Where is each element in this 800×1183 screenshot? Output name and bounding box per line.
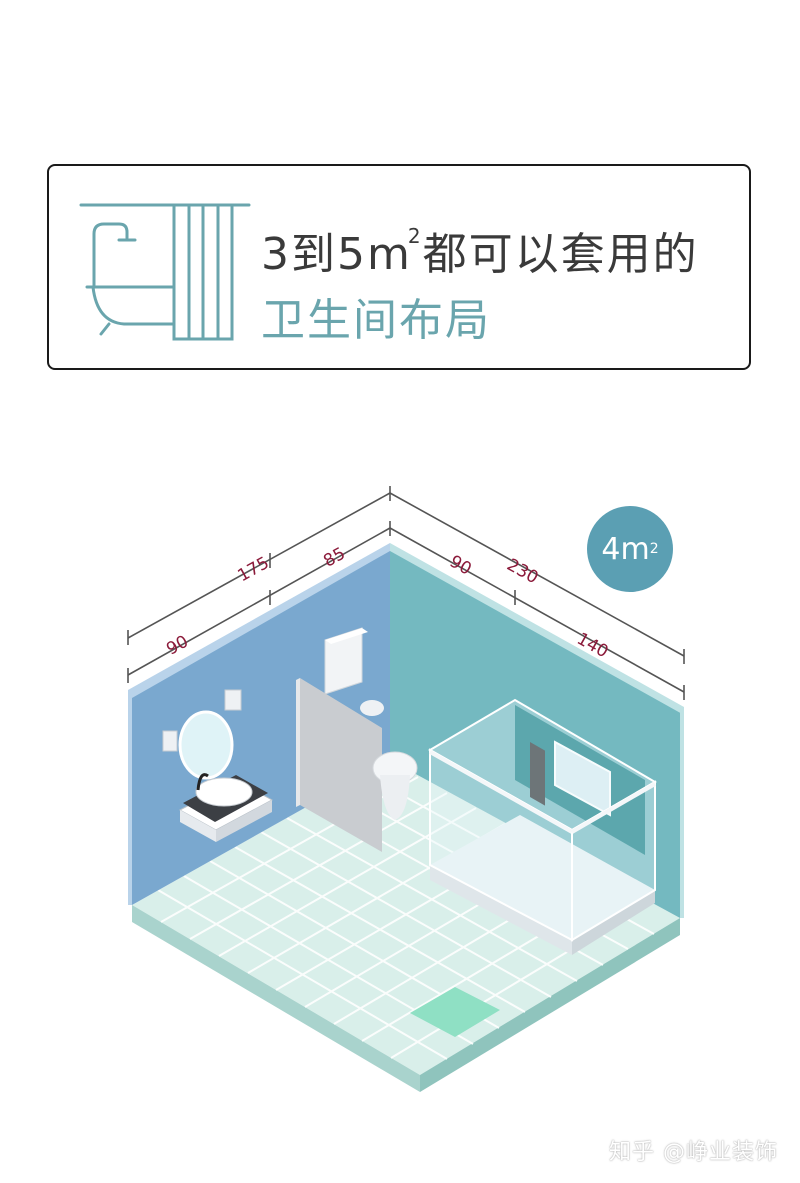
floor	[132, 760, 680, 1075]
dim-right-total: 230	[503, 555, 541, 588]
sink-basin	[195, 777, 253, 807]
title-card: 3到5m2都可以套用的 卫生间布局	[47, 164, 751, 370]
floor-drain	[410, 987, 500, 1037]
round-mirror	[178, 710, 234, 780]
title-line-2: 卫生间布局	[261, 295, 491, 346]
dim-right-a: 90	[446, 552, 475, 580]
bathtub-icon	[79, 203, 251, 341]
watermark: 知乎 @峥业装饰	[609, 1140, 778, 1165]
bathroom-isometric-illustration: 175 90 85 230 90 140	[127, 486, 685, 1092]
toilet-partition	[300, 678, 382, 852]
dim-left-b: 85	[320, 544, 349, 572]
toilet-tank	[324, 627, 363, 695]
title-line-1: 3到5m2都可以套用的	[261, 224, 699, 280]
shower-window	[554, 740, 611, 817]
dim-left-a: 90	[163, 632, 192, 660]
dim-left-total: 175	[235, 553, 273, 586]
shower-base	[430, 815, 655, 940]
